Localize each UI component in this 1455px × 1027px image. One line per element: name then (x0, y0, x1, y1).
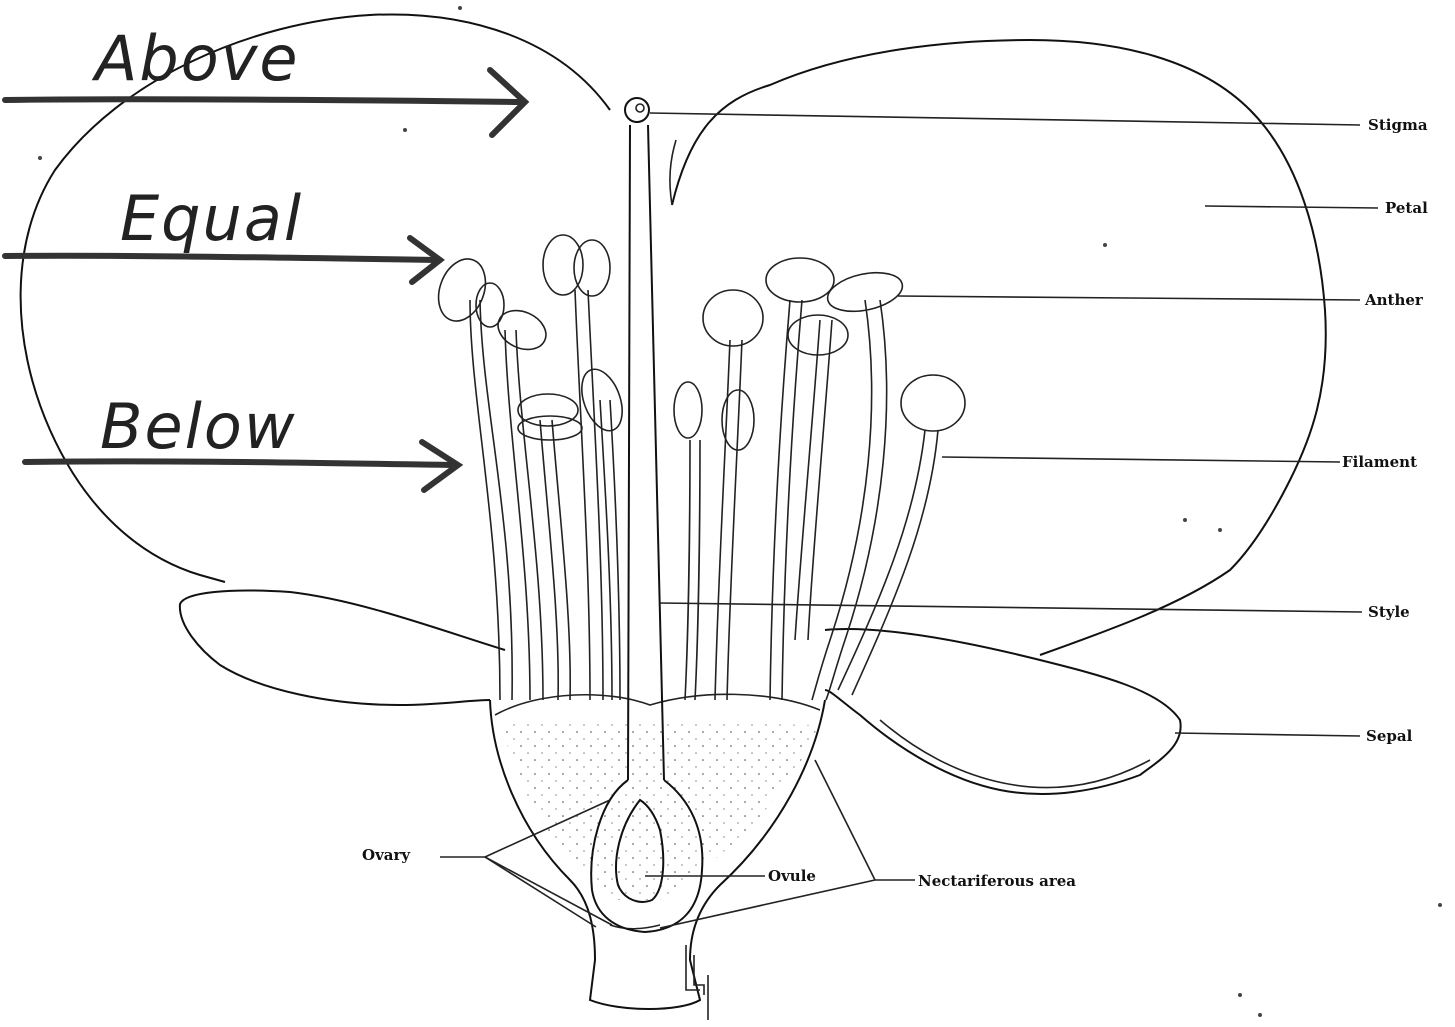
receptacle (490, 694, 825, 1009)
label-style: Style (1368, 603, 1410, 621)
label-ovule: Ovule (768, 867, 816, 885)
label-anther: Anther (1364, 291, 1424, 309)
filaments-right (685, 300, 938, 700)
petal-right (670, 40, 1326, 655)
label-ovary: Ovary (362, 846, 411, 864)
label-nectariferous-area: Nectariferous area (918, 872, 1076, 890)
label-petal: Petal (1385, 199, 1428, 217)
style (628, 125, 664, 780)
label-stigma: Stigma (1368, 116, 1428, 134)
sepal-right (825, 629, 1181, 794)
sepal-left (180, 591, 505, 706)
annotation-above: Above (91, 22, 300, 95)
filaments-left (470, 290, 620, 700)
label-filament: Filament (1342, 453, 1417, 471)
annotation-below: Below (100, 390, 297, 463)
label-sepal: Sepal (1366, 727, 1413, 745)
stigma (625, 98, 649, 122)
annotation-equal: Equal (120, 182, 303, 255)
